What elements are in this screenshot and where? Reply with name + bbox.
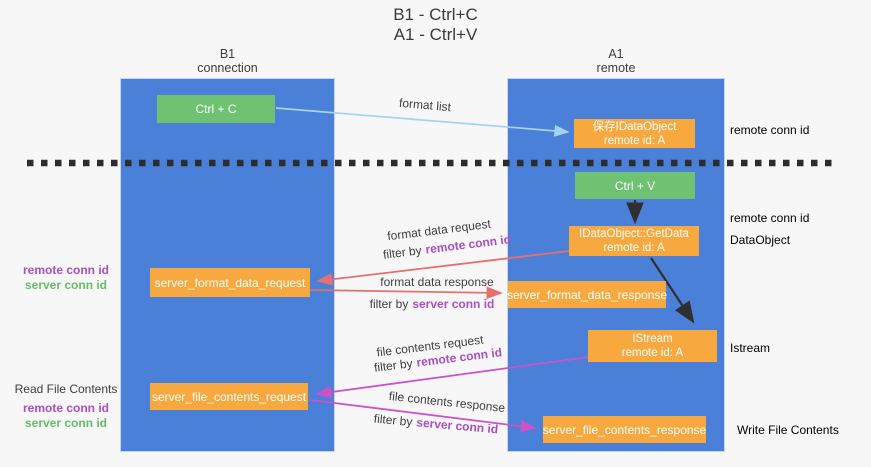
node-idataobject-getdata: IDataObject::GetData remote id: A	[569, 226, 699, 256]
node-istream-line2: remote id: A	[621, 347, 684, 359]
lane-a1-subtitle: remote	[596, 61, 636, 75]
node-server-file-contents-response: server_file_contents_response	[543, 416, 706, 443]
lane-header-a1: A1 remote	[507, 47, 725, 75]
node-ctrl-v-label: Ctrl + V	[614, 178, 656, 193]
node-ctrl-c: Ctrl + C	[157, 95, 275, 123]
left-label-format-conn-ids: remote conn id server conn id	[20, 263, 112, 293]
write-file-contents-label: Write File Contents	[737, 423, 839, 437]
lane-a1-name: A1	[608, 47, 624, 61]
node-idataobject-getdata-line1: IDataObject::GetData	[579, 228, 689, 240]
node-server-format-data-request-label: server_format_data_request	[154, 275, 306, 290]
annotation-format-data-response: format data response	[380, 275, 494, 289]
node-server-format-data-request: server_format_data_request	[150, 268, 310, 297]
left-format-server-conn-id: server conn id	[24, 278, 108, 292]
node-server-file-contents-response-label: server_file_contents_response	[542, 422, 707, 437]
read-file-contents-label: Read File Contents	[14, 382, 118, 396]
node-ctrl-v: Ctrl + V	[575, 172, 695, 199]
node-save-idataobject: 保存IDataObject remote id: A	[574, 119, 695, 148]
left-file-remote-conn-id: remote conn id	[22, 401, 109, 415]
file-contents-response-arrow	[309, 399, 537, 433]
format-data-request-arrow	[316, 250, 570, 286]
node-server-file-contents-request: server_file_contents_request	[150, 383, 308, 410]
node-ctrl-c-label: Ctrl + C	[195, 102, 237, 116]
title-line-1: B1 - Ctrl+C	[393, 5, 478, 24]
filter-by-text: filter by	[369, 297, 409, 311]
node-save-idataobject-line1: 保存IDataObject	[592, 120, 677, 133]
node-save-idataobject-line2: remote id: A	[603, 134, 666, 147]
format-list-arrow	[275, 107, 570, 137]
title-line-2: A1 - Ctrl+V	[393, 25, 478, 44]
file-contents-request-arrow	[315, 356, 590, 399]
diagram-title: B1 - Ctrl+C A1 - Ctrl+V	[0, 5, 871, 45]
server-conn-id-text: server conn id	[412, 297, 495, 311]
lane-header-b1: B1 connection	[120, 47, 335, 75]
node-server-format-data-response: server_format_data_response	[506, 281, 668, 308]
left-label-read-file-contents: Read File Contents remote conn id server…	[14, 382, 118, 431]
node-istream-line1: IStream	[632, 333, 673, 345]
lane-b1-name: B1	[219, 47, 236, 61]
left-format-remote-conn-id: remote conn id	[22, 263, 109, 277]
node-idataobject-getdata-line2: remote id: A	[603, 242, 665, 254]
format-data-response-arrow	[310, 286, 503, 300]
lane-b1-subtitle: connection	[197, 61, 258, 75]
node-server-format-data-response-label: server_format_data_response	[506, 287, 668, 302]
getdata-to-istream-arrow	[650, 257, 695, 324]
left-file-server-conn-id: server conn id	[24, 416, 108, 430]
node-server-file-contents-request-label: server_file_contents_request	[151, 389, 307, 404]
right-istream-label: Istream	[730, 341, 771, 355]
right-dataobject-label: DataObject	[730, 233, 791, 247]
right-getdata-remote-conn-id: remote conn id	[730, 211, 810, 225]
right-clipboard-remote-conn-id: remote conn id	[730, 123, 810, 137]
node-istream: IStream remote id: A	[588, 330, 717, 362]
